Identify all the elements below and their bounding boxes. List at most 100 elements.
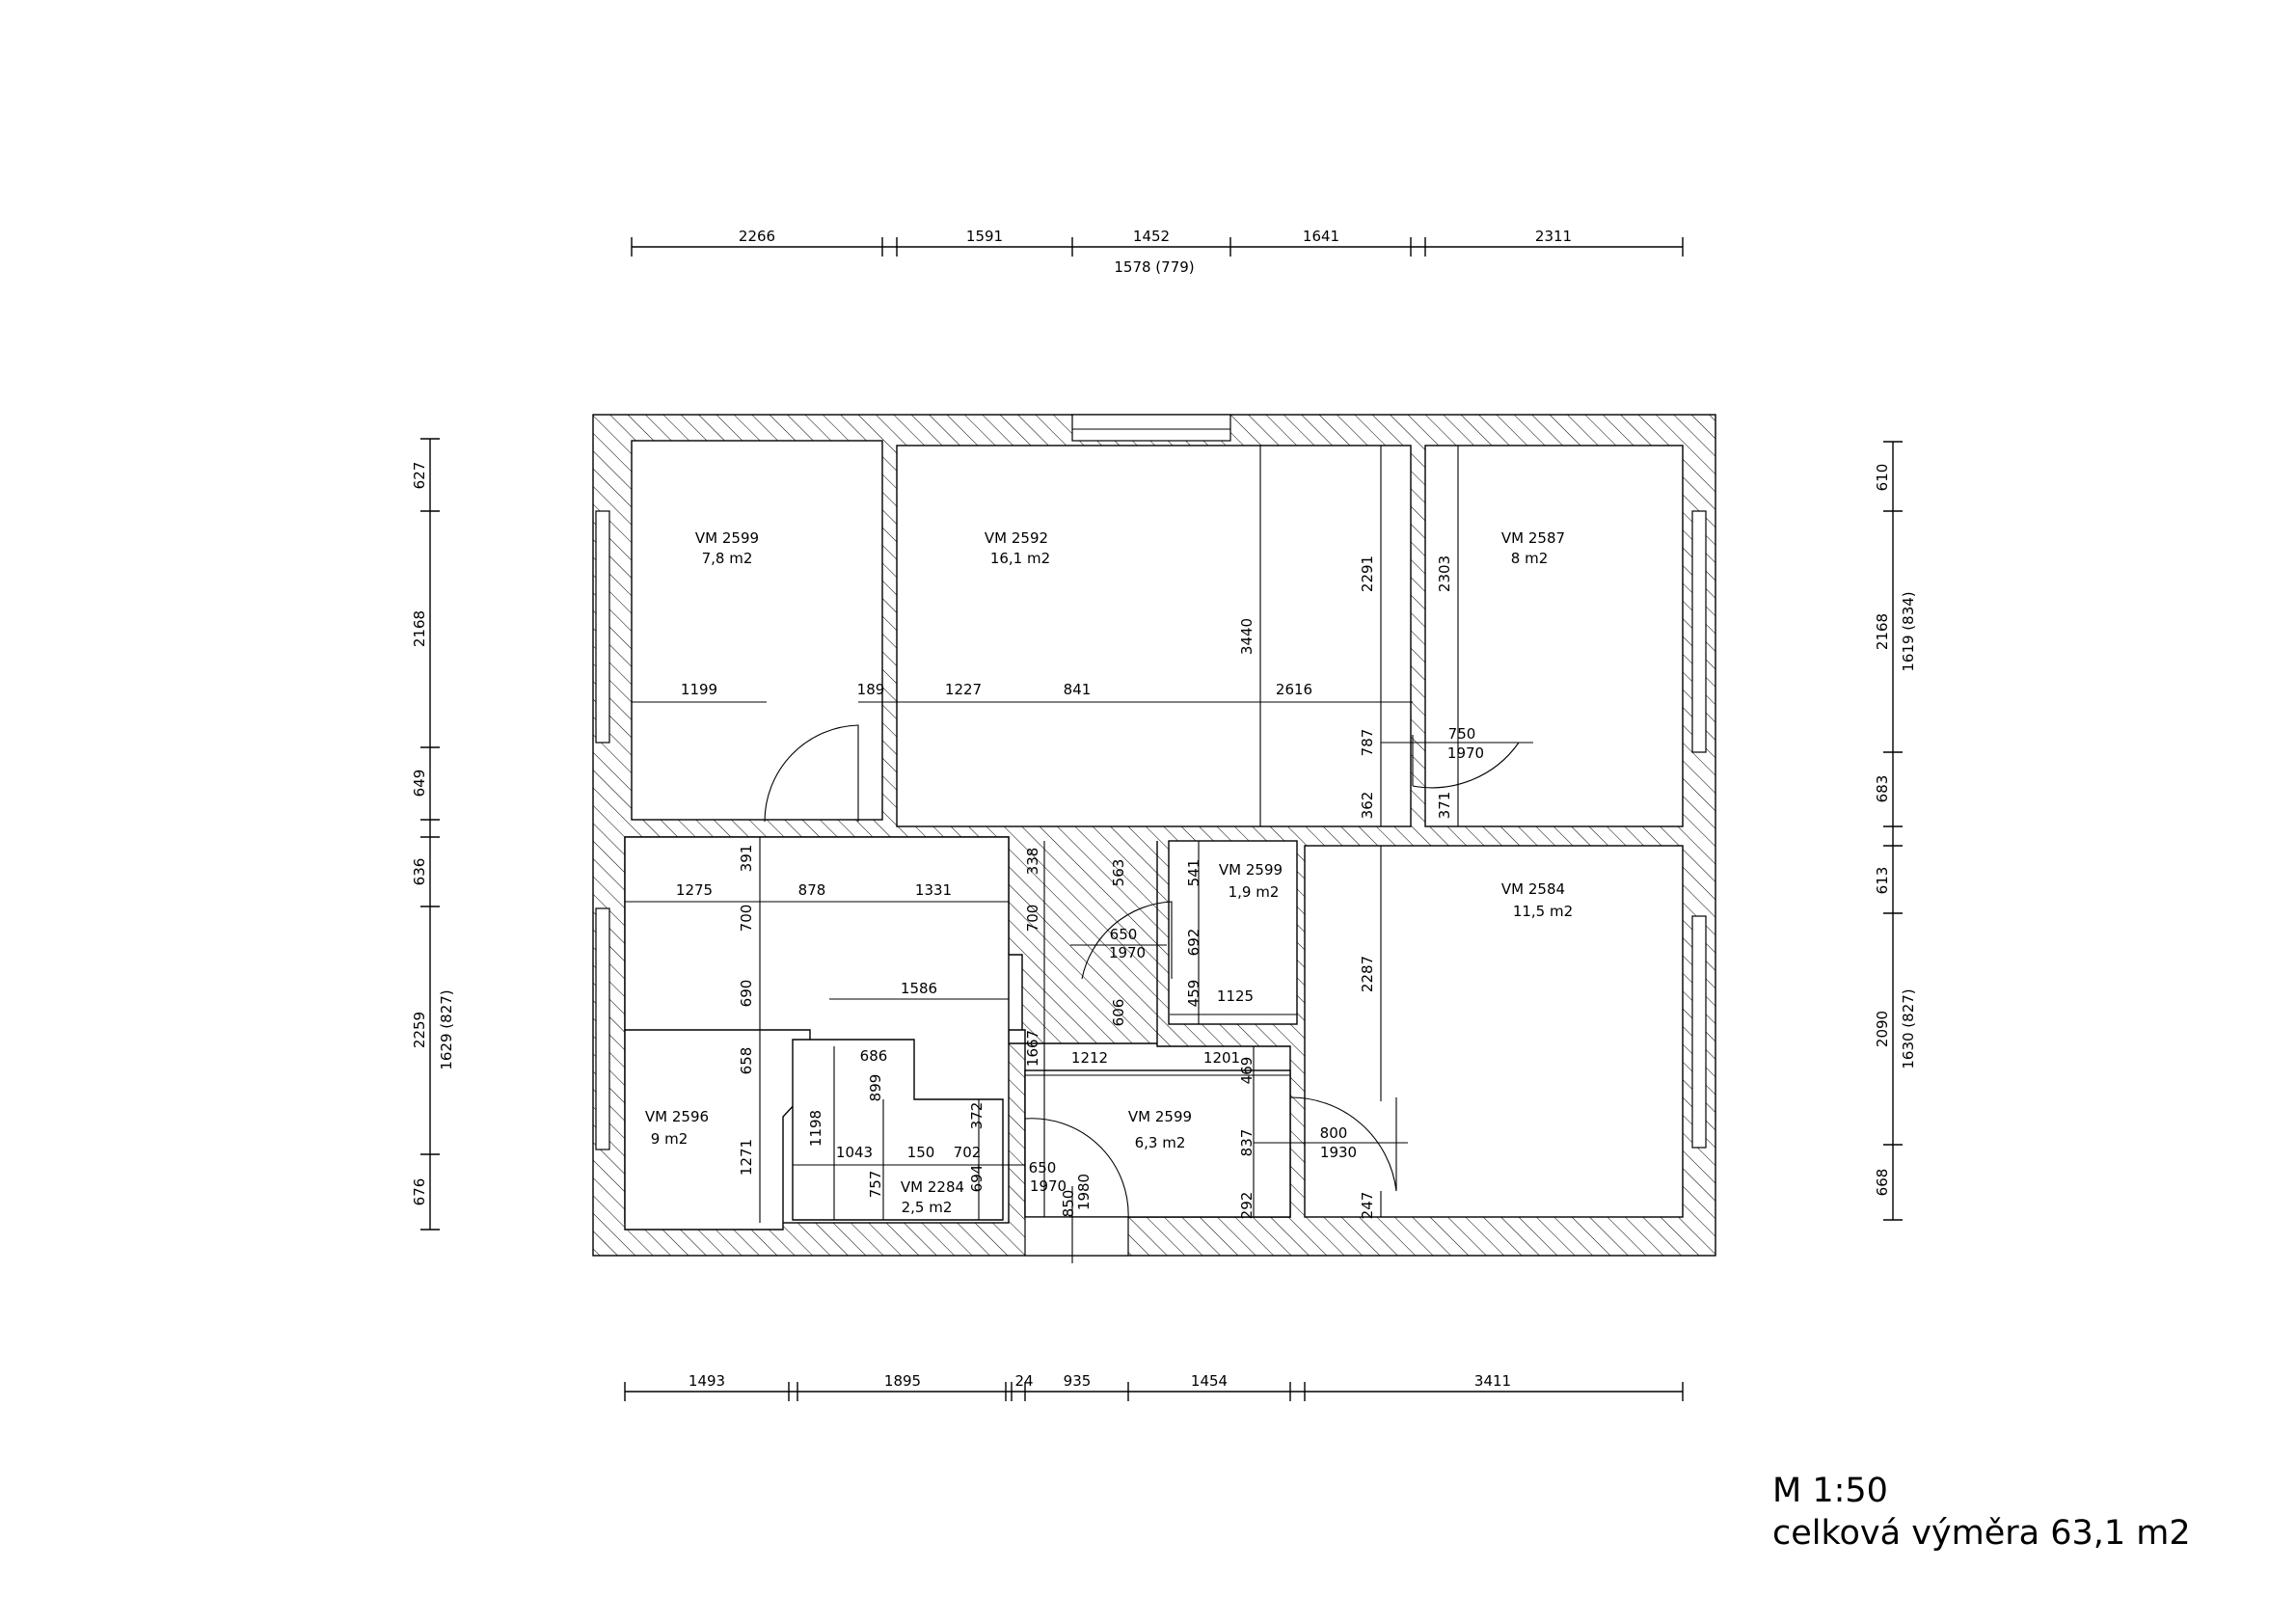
dim-inner: 338 [1024, 848, 1041, 876]
top-dimension-chain [631, 237, 1684, 257]
dim-inner: 841 [1064, 681, 1092, 698]
room-code: VM 2596 [645, 1108, 709, 1125]
dim-inner: 1271 [738, 1139, 755, 1176]
dim-top-2: 1591 [966, 228, 1003, 245]
bottom-dimension-chain [624, 1382, 1684, 1401]
dim-inner: 371 [1436, 792, 1453, 820]
dim-right-3: 683 [1874, 775, 1891, 803]
inner-dimension-lines [625, 446, 1533, 1263]
room-area: 6,3 m2 [1135, 1134, 1186, 1151]
scale-label: M 1:50 [1772, 1472, 1888, 1510]
dim-inner: 1970 [1030, 1177, 1067, 1195]
bottom-dimension-labels: 1493 1895 24 935 1454 3411 [689, 1372, 1511, 1390]
dim-inner: 1275 [676, 881, 713, 899]
room-code: VM 2599 [695, 529, 759, 547]
dim-inner: 189 [857, 681, 885, 698]
plan-caption: M 1:50 celková výměra 63,1 m2 [1772, 1470, 2191, 1555]
room-area: 8 m2 [1511, 550, 1548, 567]
left-dimension-chain [420, 438, 440, 1231]
right-dimension-chain [1883, 441, 1903, 1221]
dim-inner: 686 [860, 1047, 888, 1065]
door-swings [764, 724, 1520, 1221]
dim-bottom-5: 1454 [1191, 1372, 1228, 1390]
dim-inner: 650 [1029, 1159, 1057, 1177]
dim-bottom-2: 1895 [884, 1372, 921, 1390]
dim-top-1: 2266 [739, 228, 775, 245]
dim-inner: 750 [1448, 725, 1476, 743]
dim-inner: 850 [1060, 1190, 1077, 1218]
dim-inner: 1980 [1075, 1174, 1093, 1210]
dim-inner: 757 [867, 1171, 884, 1199]
dim-right-window-1: 1619 (834) [1900, 591, 1917, 671]
dim-left-2: 2168 [411, 610, 428, 647]
dim-right-6: 668 [1874, 1169, 1891, 1197]
dim-bottom-3: 24 [1014, 1372, 1033, 1390]
dim-right-5: 2090 [1874, 1011, 1891, 1047]
room-area: 1,9 m2 [1229, 883, 1280, 901]
dim-right-1: 610 [1874, 464, 1891, 492]
dim-inner: 690 [738, 980, 755, 1008]
dim-inner: 650 [1110, 926, 1138, 943]
left-dimension-labels: 627 2168 649 636 2259 676 1629 (827) [411, 462, 455, 1206]
dim-inner: 391 [738, 845, 755, 873]
dim-right-2: 2168 [1874, 613, 1891, 650]
dim-inner: 700 [738, 905, 755, 933]
room-code: VM 2599 [1128, 1108, 1192, 1125]
dim-inner: 1227 [945, 681, 982, 698]
dim-top-5: 2311 [1535, 228, 1572, 245]
dim-top-window: 1578 (779) [1114, 258, 1194, 276]
dim-bottom-1: 1493 [689, 1372, 725, 1390]
dim-inner: 372 [968, 1102, 986, 1130]
total-area-label: celková výměra 63,1 m2 [1772, 1514, 2191, 1553]
dim-left-4: 636 [411, 858, 428, 886]
dim-left-3: 649 [411, 770, 428, 798]
right-dimension-labels: 610 2168 683 613 2090 668 1619 (834) 163… [1874, 464, 1917, 1197]
dim-inner: 1930 [1320, 1144, 1357, 1161]
dim-inner: 563 [1110, 859, 1127, 887]
dim-inner: 694 [968, 1165, 986, 1193]
dim-inner: 3440 [1238, 618, 1256, 655]
dim-inner: 247 [1359, 1192, 1376, 1220]
dim-inner: 1201 [1203, 1049, 1240, 1067]
dim-inner: 2291 [1359, 555, 1376, 592]
dim-left-1: 627 [411, 462, 428, 490]
dim-inner: 800 [1320, 1124, 1348, 1142]
dim-right-4: 613 [1874, 867, 1891, 895]
dim-inner: 1970 [1109, 944, 1146, 961]
dim-inner: 2303 [1436, 555, 1453, 592]
windows [595, 414, 1707, 1257]
dim-inner: 469 [1238, 1057, 1256, 1085]
dim-inner: 2287 [1359, 956, 1376, 992]
dim-inner: 1212 [1071, 1049, 1108, 1067]
dim-inner: 1199 [681, 681, 717, 698]
dim-top-3: 1452 [1133, 228, 1170, 245]
room-code: VM 2599 [1219, 861, 1283, 879]
dim-inner: 837 [1238, 1129, 1256, 1157]
dim-inner: 292 [1238, 1192, 1256, 1220]
room-outlines [624, 440, 1684, 1231]
dim-inner: 1043 [836, 1144, 873, 1161]
room-code: VM 2284 [901, 1178, 964, 1196]
dim-inner: 702 [954, 1144, 982, 1161]
dim-inner: 1970 [1447, 744, 1484, 762]
inner-dimension-labels: 1199 189 1227 841 2616 3440 2291 2303 78… [676, 555, 1484, 1219]
dim-inner: 606 [1110, 999, 1127, 1027]
dim-inner: 1586 [901, 980, 937, 997]
dim-inner: 1125 [1217, 987, 1254, 1005]
room-area: 7,8 m2 [702, 550, 753, 567]
dim-inner: 899 [867, 1074, 884, 1102]
dim-bottom-4: 935 [1064, 1372, 1092, 1390]
dim-inner: 1198 [807, 1110, 824, 1147]
dim-inner: 692 [1185, 929, 1202, 957]
dim-right-window-2: 1630 (827) [1900, 988, 1917, 1068]
room-area: 11,5 m2 [1513, 903, 1573, 920]
room-code: VM 2587 [1501, 529, 1565, 547]
dim-left-5: 2259 [411, 1012, 428, 1048]
dim-inner: 459 [1185, 980, 1202, 1008]
room-area: 2,5 m2 [902, 1199, 953, 1216]
dim-top-4: 1641 [1303, 228, 1339, 245]
dim-inner: 1667 [1024, 1030, 1041, 1067]
top-dimension-labels: 2266 1591 1452 1641 2311 1578 (779) [739, 228, 1572, 276]
room-code: VM 2592 [985, 529, 1048, 547]
dim-bottom-6: 3411 [1474, 1372, 1511, 1390]
